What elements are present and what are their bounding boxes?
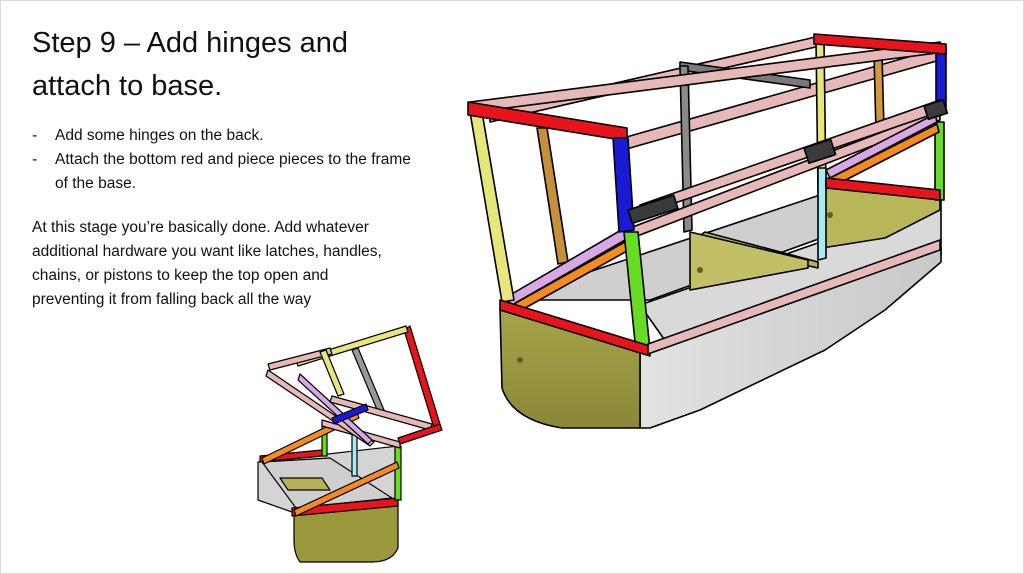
small-lid-yellow-rail	[295, 325, 409, 367]
base-side-rail	[825, 177, 941, 201]
bullet-marker: -	[32, 151, 38, 168]
base-inner-wood-2	[689, 231, 809, 291]
bullet-item: - Attach the bottom red and piece pieces…	[32, 148, 412, 196]
small-base-wood	[293, 499, 399, 563]
small-diagonal-orange	[293, 461, 400, 517]
frame-diagonal-lavender-2	[825, 113, 938, 179]
slide-title: Step 9 – Add hinges and attach to base.	[32, 27, 349, 102]
frame-post-blue-front	[612, 137, 635, 233]
bullet-marker: -	[32, 127, 38, 144]
small-lid-red-front	[397, 423, 443, 445]
hinge	[627, 194, 679, 225]
frame-post-cyan	[817, 167, 827, 261]
small-lid-yellow-2	[319, 349, 345, 397]
bullet-item: - Add some hinges on the back.	[32, 124, 412, 148]
lid-back-rail	[813, 33, 947, 55]
base-long-rail	[647, 239, 941, 355]
base-front-rail	[499, 299, 651, 357]
base-front-wood-panel	[499, 307, 641, 429]
base-long-side	[639, 247, 942, 429]
small-lid-blue	[331, 403, 369, 425]
small-base-divider	[279, 477, 331, 491]
frame-post-yellow-front	[469, 111, 515, 303]
bullet-list: - Add some hinges on the back. - Attach …	[32, 124, 412, 196]
hinge	[803, 138, 837, 165]
small-post-green	[394, 445, 402, 501]
lid-open-illustration	[257, 325, 443, 563]
bullet-text: Add some hinges on the back.	[55, 127, 264, 144]
hinge	[923, 99, 949, 121]
body-paragraph: At this stage you’re basically done. Add…	[32, 219, 382, 308]
small-lid-pink-rail	[267, 347, 333, 371]
frame-post-green-right	[934, 121, 945, 201]
frame-post-wood	[536, 127, 569, 265]
bullet-text: Attach the bottom red and piece pieces t…	[55, 151, 411, 192]
small-base-red-rail	[291, 497, 399, 517]
frame-attached-illustration	[467, 33, 949, 429]
small-lid-red-rail	[403, 325, 441, 429]
